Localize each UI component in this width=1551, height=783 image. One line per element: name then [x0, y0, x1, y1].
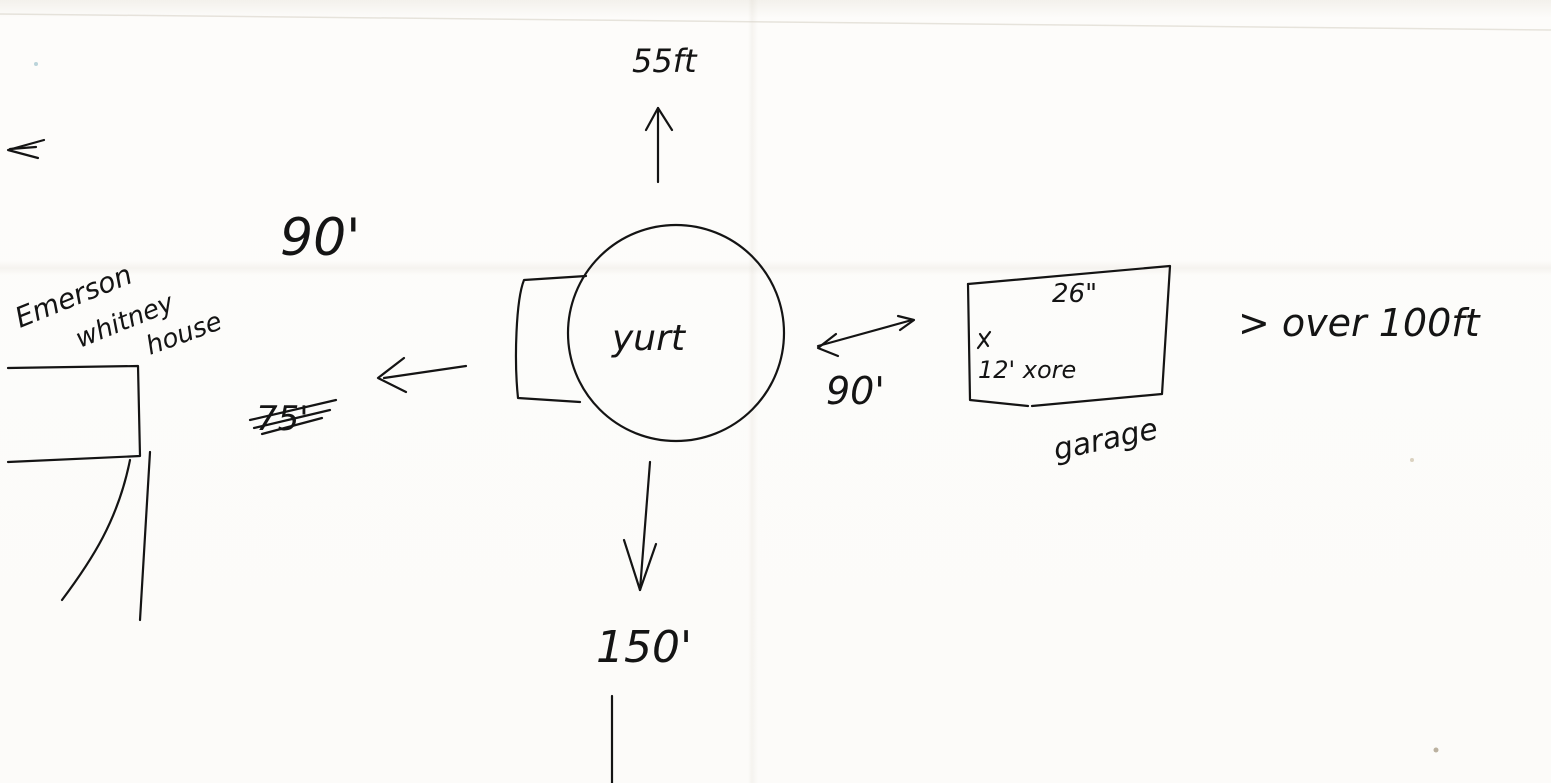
west-crossed-out: 75'	[248, 398, 338, 439]
north-distance-label: 55ft	[632, 42, 698, 80]
north-arrow	[644, 106, 674, 184]
garage-label: garage	[1050, 412, 1161, 468]
west-arrow	[376, 356, 468, 394]
garage-width-label: 26"	[1052, 279, 1097, 309]
yurt-label: yurt	[611, 318, 687, 359]
paper-speck	[1433, 747, 1439, 753]
yurt-shape	[514, 223, 786, 443]
left-edge-arrow	[6, 138, 46, 160]
garage-depth-note: 12' xore	[978, 356, 1076, 384]
south-distance-label: 150'	[596, 622, 692, 673]
house-outline	[6, 364, 152, 622]
east-double-arrow	[816, 314, 916, 358]
east-distance-label: 90'	[826, 369, 885, 413]
west-distance-label: 90'	[280, 208, 360, 268]
east-beyond-label: > over 100ft	[1238, 301, 1482, 345]
paper-speck	[1410, 458, 1414, 462]
south-arrow	[622, 460, 658, 592]
paper-speck	[34, 62, 38, 66]
garage-outline	[966, 264, 1172, 408]
paper-edge	[0, 13, 1551, 31]
